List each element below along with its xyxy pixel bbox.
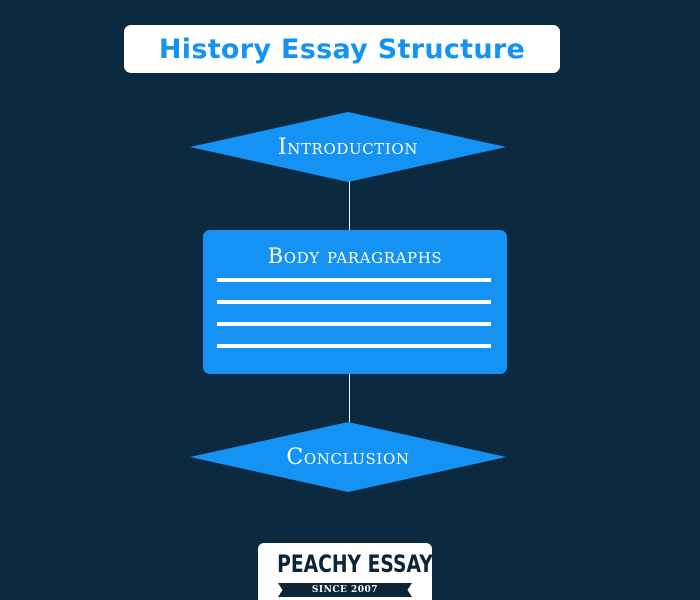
logo-ribbon: SINCE 2007 [286,583,404,597]
introduction-node: Introduction [190,112,506,182]
logo-name: PEACHY ESSAY [277,550,433,578]
peachy-essay-logo: PEACHY ESSAY SINCE 2007 [258,543,433,600]
conclusion-label: Conclusion [286,444,410,470]
logo-ribbon-left [278,583,288,597]
body-text-line [217,300,491,304]
conclusion-node: Conclusion [190,422,506,492]
introduction-label: Introduction [277,134,419,160]
body-text-line [217,344,491,348]
body-text-line [217,278,491,282]
diagram-title: History Essay Structure [158,33,526,65]
connector-body-conclusion [349,374,350,422]
conclusion-diamond-shape [190,422,506,492]
body-paragraphs-label: Body paragraphs [267,244,443,268]
logo-ribbon-right [402,583,412,597]
title-box: History Essay Structure [124,25,560,73]
logo-tagline: SINCE 2007 [311,585,379,595]
body-paragraphs-node: Body paragraphs [203,230,507,374]
connector-intro-body [349,180,350,230]
introduction-diamond-shape [190,112,506,182]
body-text-line [217,322,491,326]
